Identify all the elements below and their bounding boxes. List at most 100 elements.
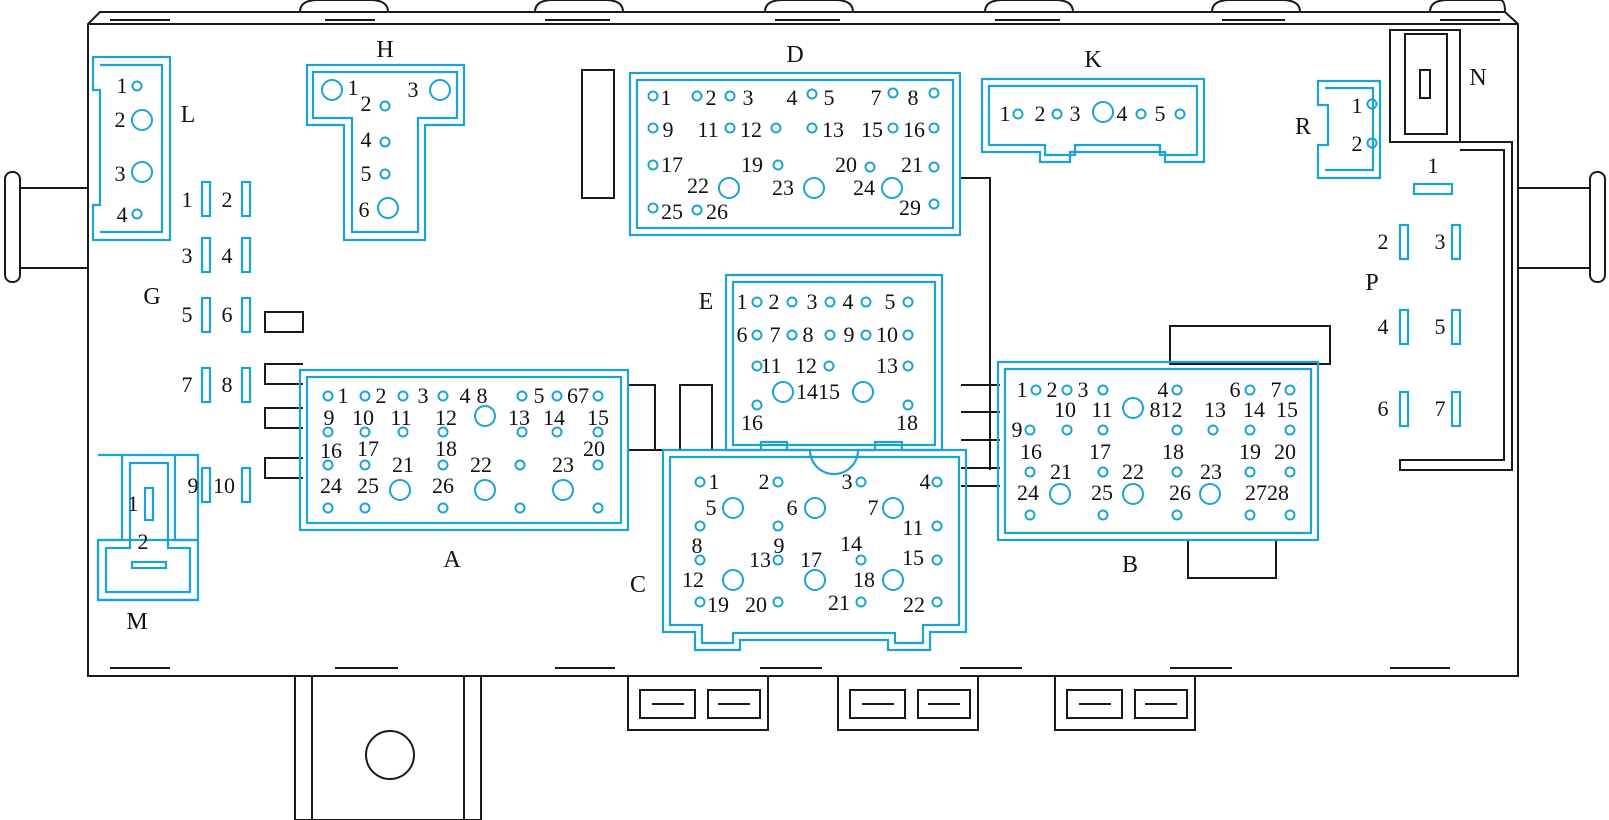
connector-label-d: D — [786, 42, 804, 68]
pin-label: 9 — [662, 117, 674, 142]
pin-label: 11 — [390, 405, 412, 430]
pin-label: 5 — [705, 495, 717, 520]
pin-socket — [437, 426, 449, 438]
pin-socket — [131, 208, 143, 220]
pin-socket — [437, 502, 449, 514]
pin-label: 4 — [360, 127, 372, 152]
pin-socket — [882, 497, 904, 519]
pin-socket — [1244, 466, 1256, 478]
pin-socket — [824, 329, 836, 341]
pin-socket — [592, 390, 604, 402]
connector-label-h: H — [376, 37, 394, 63]
fuse-label: 6 — [1377, 396, 1389, 421]
pin-label: 1 — [127, 491, 139, 516]
pin-label: 812 — [1149, 397, 1183, 422]
pin-label: 16 — [1020, 439, 1042, 464]
fuse-label: 3 — [1434, 229, 1446, 254]
pin-socket — [389, 479, 411, 501]
pin-label: 8 — [802, 322, 814, 347]
pin-socket — [322, 502, 334, 514]
pin-label: 8 — [691, 533, 703, 558]
pin-socket — [1012, 108, 1024, 120]
pin-label: 4 — [919, 469, 931, 494]
pin-label: 13 — [1204, 397, 1226, 422]
pin-label: 26 — [432, 473, 454, 498]
pin-label: 5 — [360, 161, 372, 186]
pin-socket — [803, 177, 825, 199]
pin-socket — [722, 497, 744, 519]
pin-socket — [1284, 424, 1296, 436]
pin-label: 7 — [867, 495, 879, 520]
fuse-label: 2 — [1377, 229, 1389, 254]
pin-socket — [772, 520, 784, 532]
pin-label: 9 — [773, 533, 785, 558]
pin-socket — [864, 161, 876, 173]
pin-label: 22 — [903, 592, 925, 617]
pin-socket — [592, 459, 604, 471]
pin-socket — [1024, 466, 1036, 478]
pin-label: 17 — [1089, 439, 1111, 464]
pin-label: 20 — [745, 592, 767, 617]
pin-label: 23 — [552, 452, 574, 477]
pin-label: 22 — [1122, 459, 1144, 484]
pin-socket — [131, 80, 143, 92]
fuse-label: 8 — [221, 372, 233, 397]
pin-socket — [437, 459, 449, 471]
pin-label: 13 — [876, 353, 898, 378]
pin-socket — [824, 296, 836, 308]
pin-label: 22 — [687, 173, 709, 198]
pin-label: 10 — [1054, 397, 1076, 422]
fuse-label: 7 — [1434, 396, 1446, 421]
pin-socket — [931, 554, 943, 566]
fuse-label: 2 — [221, 187, 233, 212]
pin-label: 1 — [999, 101, 1011, 126]
pin-label: 3 — [806, 289, 818, 314]
connector-label-p: P — [1365, 270, 1379, 296]
pin-socket — [1284, 466, 1296, 478]
pin-socket — [691, 90, 703, 102]
pin-label: 3 — [1077, 377, 1089, 402]
pin-socket — [902, 399, 914, 411]
pin-socket — [1174, 108, 1186, 120]
pin-socket — [1284, 509, 1296, 521]
pin-socket — [1284, 384, 1296, 396]
pin-socket — [1171, 384, 1183, 396]
pin-socket — [823, 360, 835, 372]
pin-label: 1 — [736, 289, 748, 314]
pin-label: 13 — [508, 405, 530, 430]
pin-label: 25 — [661, 199, 683, 224]
pin-socket — [1097, 424, 1109, 436]
pin-socket — [772, 596, 784, 608]
pin-label: 15 — [902, 545, 924, 570]
pin-label: 2 — [705, 85, 717, 110]
pin-socket — [887, 122, 899, 134]
fuse-label: 5 — [1434, 314, 1446, 339]
pin-socket — [359, 426, 371, 438]
pin-label: 24 — [853, 175, 875, 200]
pin-socket — [770, 122, 782, 134]
pin-socket — [1171, 424, 1183, 436]
pin-label: 14 — [543, 405, 565, 430]
pin-socket — [514, 502, 526, 514]
pin-label: 16 — [320, 438, 342, 463]
pin-socket — [751, 399, 763, 411]
pin-label: 21 — [392, 452, 414, 477]
pin-socket — [928, 161, 940, 173]
pin-socket — [1024, 424, 1036, 436]
pin-socket — [724, 122, 736, 134]
pin-socket — [860, 329, 872, 341]
pin-label: 3 — [407, 77, 419, 102]
pin-socket — [1061, 384, 1073, 396]
pin-socket — [928, 87, 940, 99]
pin-socket — [786, 296, 798, 308]
connector-label-r: R — [1294, 114, 1312, 140]
pin-socket — [359, 459, 371, 471]
pin-socket — [322, 390, 334, 402]
pin-socket — [806, 88, 818, 100]
pin-label: 6 — [736, 322, 748, 347]
pin-socket — [322, 426, 334, 438]
pin-socket — [852, 381, 874, 403]
pin-label: 26 — [1169, 480, 1191, 505]
pin-label: 3 — [841, 469, 853, 494]
pin-label: 3 — [417, 383, 429, 408]
